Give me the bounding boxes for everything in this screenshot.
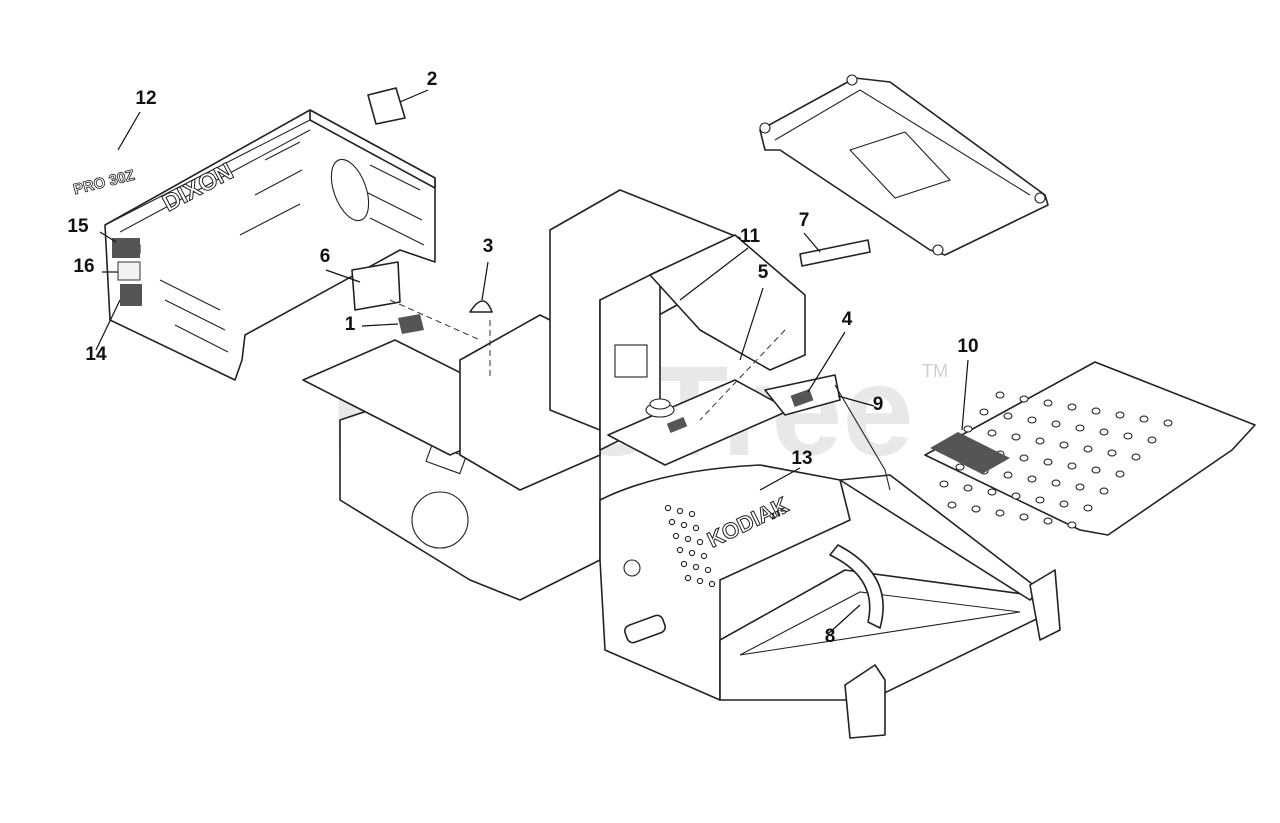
- svg-text:PRO 30Z: PRO 30Z: [72, 167, 137, 199]
- decal-14: [120, 284, 142, 306]
- decal-12: PRO 30Z: [71, 166, 137, 199]
- decal-10: [930, 432, 1010, 474]
- callout-12: 12: [135, 88, 156, 109]
- callout-14: 14: [85, 344, 107, 365]
- callout-8: 8: [825, 626, 836, 647]
- main-frame: KODIAK ZTS: [302, 189, 1061, 739]
- decal-3: [469, 300, 493, 313]
- callout-3: 3: [483, 236, 494, 257]
- decal-6: [351, 261, 401, 311]
- callout-4: 4: [842, 309, 853, 330]
- decal-7: [799, 239, 871, 267]
- decal-4-5: [790, 388, 814, 408]
- decal-15: [112, 238, 140, 258]
- rear-guard: DIXON: [104, 109, 436, 381]
- callout-2: 2: [427, 69, 438, 90]
- decal-1: [398, 314, 424, 334]
- callout-10: 10: [957, 336, 978, 357]
- decal-16: [117, 261, 141, 281]
- callout-1: 1: [345, 314, 356, 335]
- callout-6: 6: [320, 246, 331, 267]
- watermark-trademark: TM: [922, 361, 948, 381]
- callout-7: 7: [799, 210, 810, 231]
- callout-13: 13: [791, 448, 812, 469]
- assembly-dash-lines: [389, 299, 786, 421]
- callout-5: 5: [758, 262, 769, 283]
- decal-2: [367, 87, 406, 125]
- callout-11: 11: [740, 226, 761, 247]
- callout-16: 16: [73, 256, 94, 277]
- leader-lines: [95, 89, 969, 635]
- callout-9: 9: [873, 394, 884, 415]
- callout-15: 15: [67, 216, 89, 237]
- seat-plate: [759, 74, 1049, 256]
